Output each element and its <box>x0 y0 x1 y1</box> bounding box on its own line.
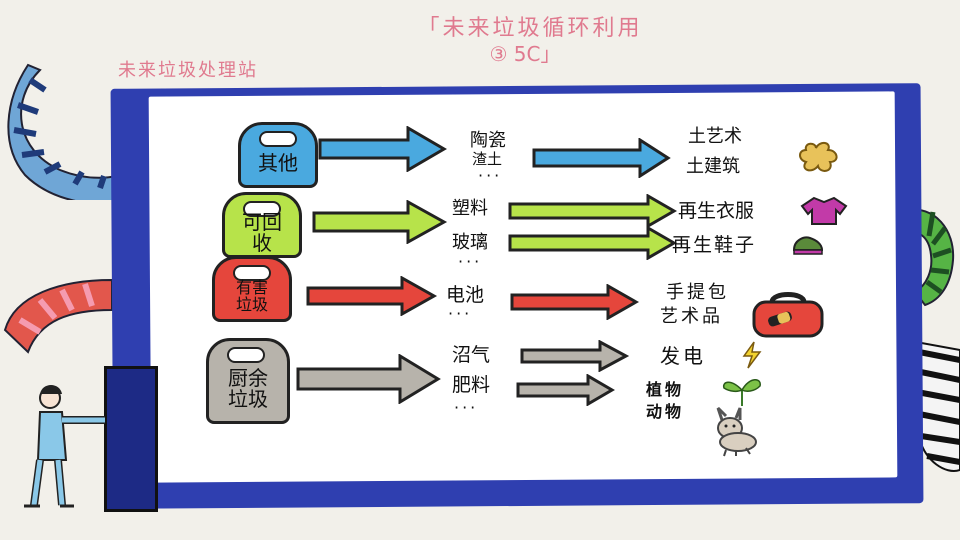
tag-hole-icon <box>227 347 265 363</box>
tag-hole-icon <box>259 131 297 147</box>
rabbit-icon <box>716 406 757 457</box>
tag-hole-icon <box>233 265 271 281</box>
shoe-icon <box>792 236 824 255</box>
category-tag-label: 其他 <box>258 150 298 175</box>
category-tag-label: 厨余垃圾 <box>228 366 268 411</box>
output-item: 发电 <box>660 344 706 368</box>
arrow-plastic-output <box>508 194 678 228</box>
tentacle-blue-left <box>7 63 131 200</box>
output-item: 土建筑 <box>686 156 740 177</box>
output-item: 再生衣服 <box>678 200 755 222</box>
arrow-kitchen-main <box>296 354 441 404</box>
input-item: 沼气 <box>452 344 491 366</box>
flower-icon <box>799 142 838 172</box>
page-title: 「未来垃圾循环利用 <box>417 16 643 41</box>
input-item: 电池 <box>446 284 485 306</box>
more-dots: ··· <box>454 398 479 417</box>
category-tag-label: 有害垃圾 <box>235 278 268 314</box>
output-item: 动物 <box>646 402 685 421</box>
more-dots: ··· <box>448 304 473 323</box>
arrow-glass-output <box>508 226 678 260</box>
handbag-icon <box>752 292 824 338</box>
input-item: 肥料 <box>452 374 491 396</box>
category-tag-recyclable: 可回收 <box>222 192 302 258</box>
category-tag-hazardous: 有害垃圾 <box>212 256 292 322</box>
person-figure <box>24 385 105 508</box>
station-door <box>104 366 158 512</box>
tentacle-red-left <box>3 278 113 354</box>
output-item: 植物 <box>646 380 685 399</box>
arrow-fertilizer-output <box>516 374 615 406</box>
lightning-icon <box>742 341 762 369</box>
category-tag-kitchen: 厨余垃圾 <box>206 338 290 424</box>
shirt-icon <box>800 196 848 225</box>
sprout-icon <box>722 379 761 406</box>
input-item: 渣土 <box>472 150 503 168</box>
page-title-class: ③ 5C」 <box>489 42 561 66</box>
arrow-other-main <box>318 126 447 172</box>
arrow-hazardous-main <box>306 276 438 316</box>
output-item: 手提包 <box>666 282 729 303</box>
output-item: 艺术品 <box>660 306 723 327</box>
input-item: 玻璃 <box>452 232 488 253</box>
input-item: 陶瓷 <box>470 130 506 151</box>
input-item: 塑料 <box>452 198 488 219</box>
tag-hole-icon <box>243 201 281 217</box>
output-item: 土艺术 <box>688 126 742 147</box>
arrow-other-output <box>532 138 671 178</box>
category-tag-label: 可回收 <box>242 210 282 255</box>
category-tag-other: 其他 <box>238 122 318 188</box>
board-subtitle: 未来垃圾处理站 <box>118 60 258 81</box>
arrow-battery-output <box>510 284 640 320</box>
more-dots: ··· <box>458 252 483 271</box>
arrow-recyclable-main <box>312 200 448 244</box>
more-dots: ··· <box>478 166 503 185</box>
output-item: 再生鞋子 <box>672 234 757 256</box>
arrow-biogas-output <box>520 340 630 372</box>
